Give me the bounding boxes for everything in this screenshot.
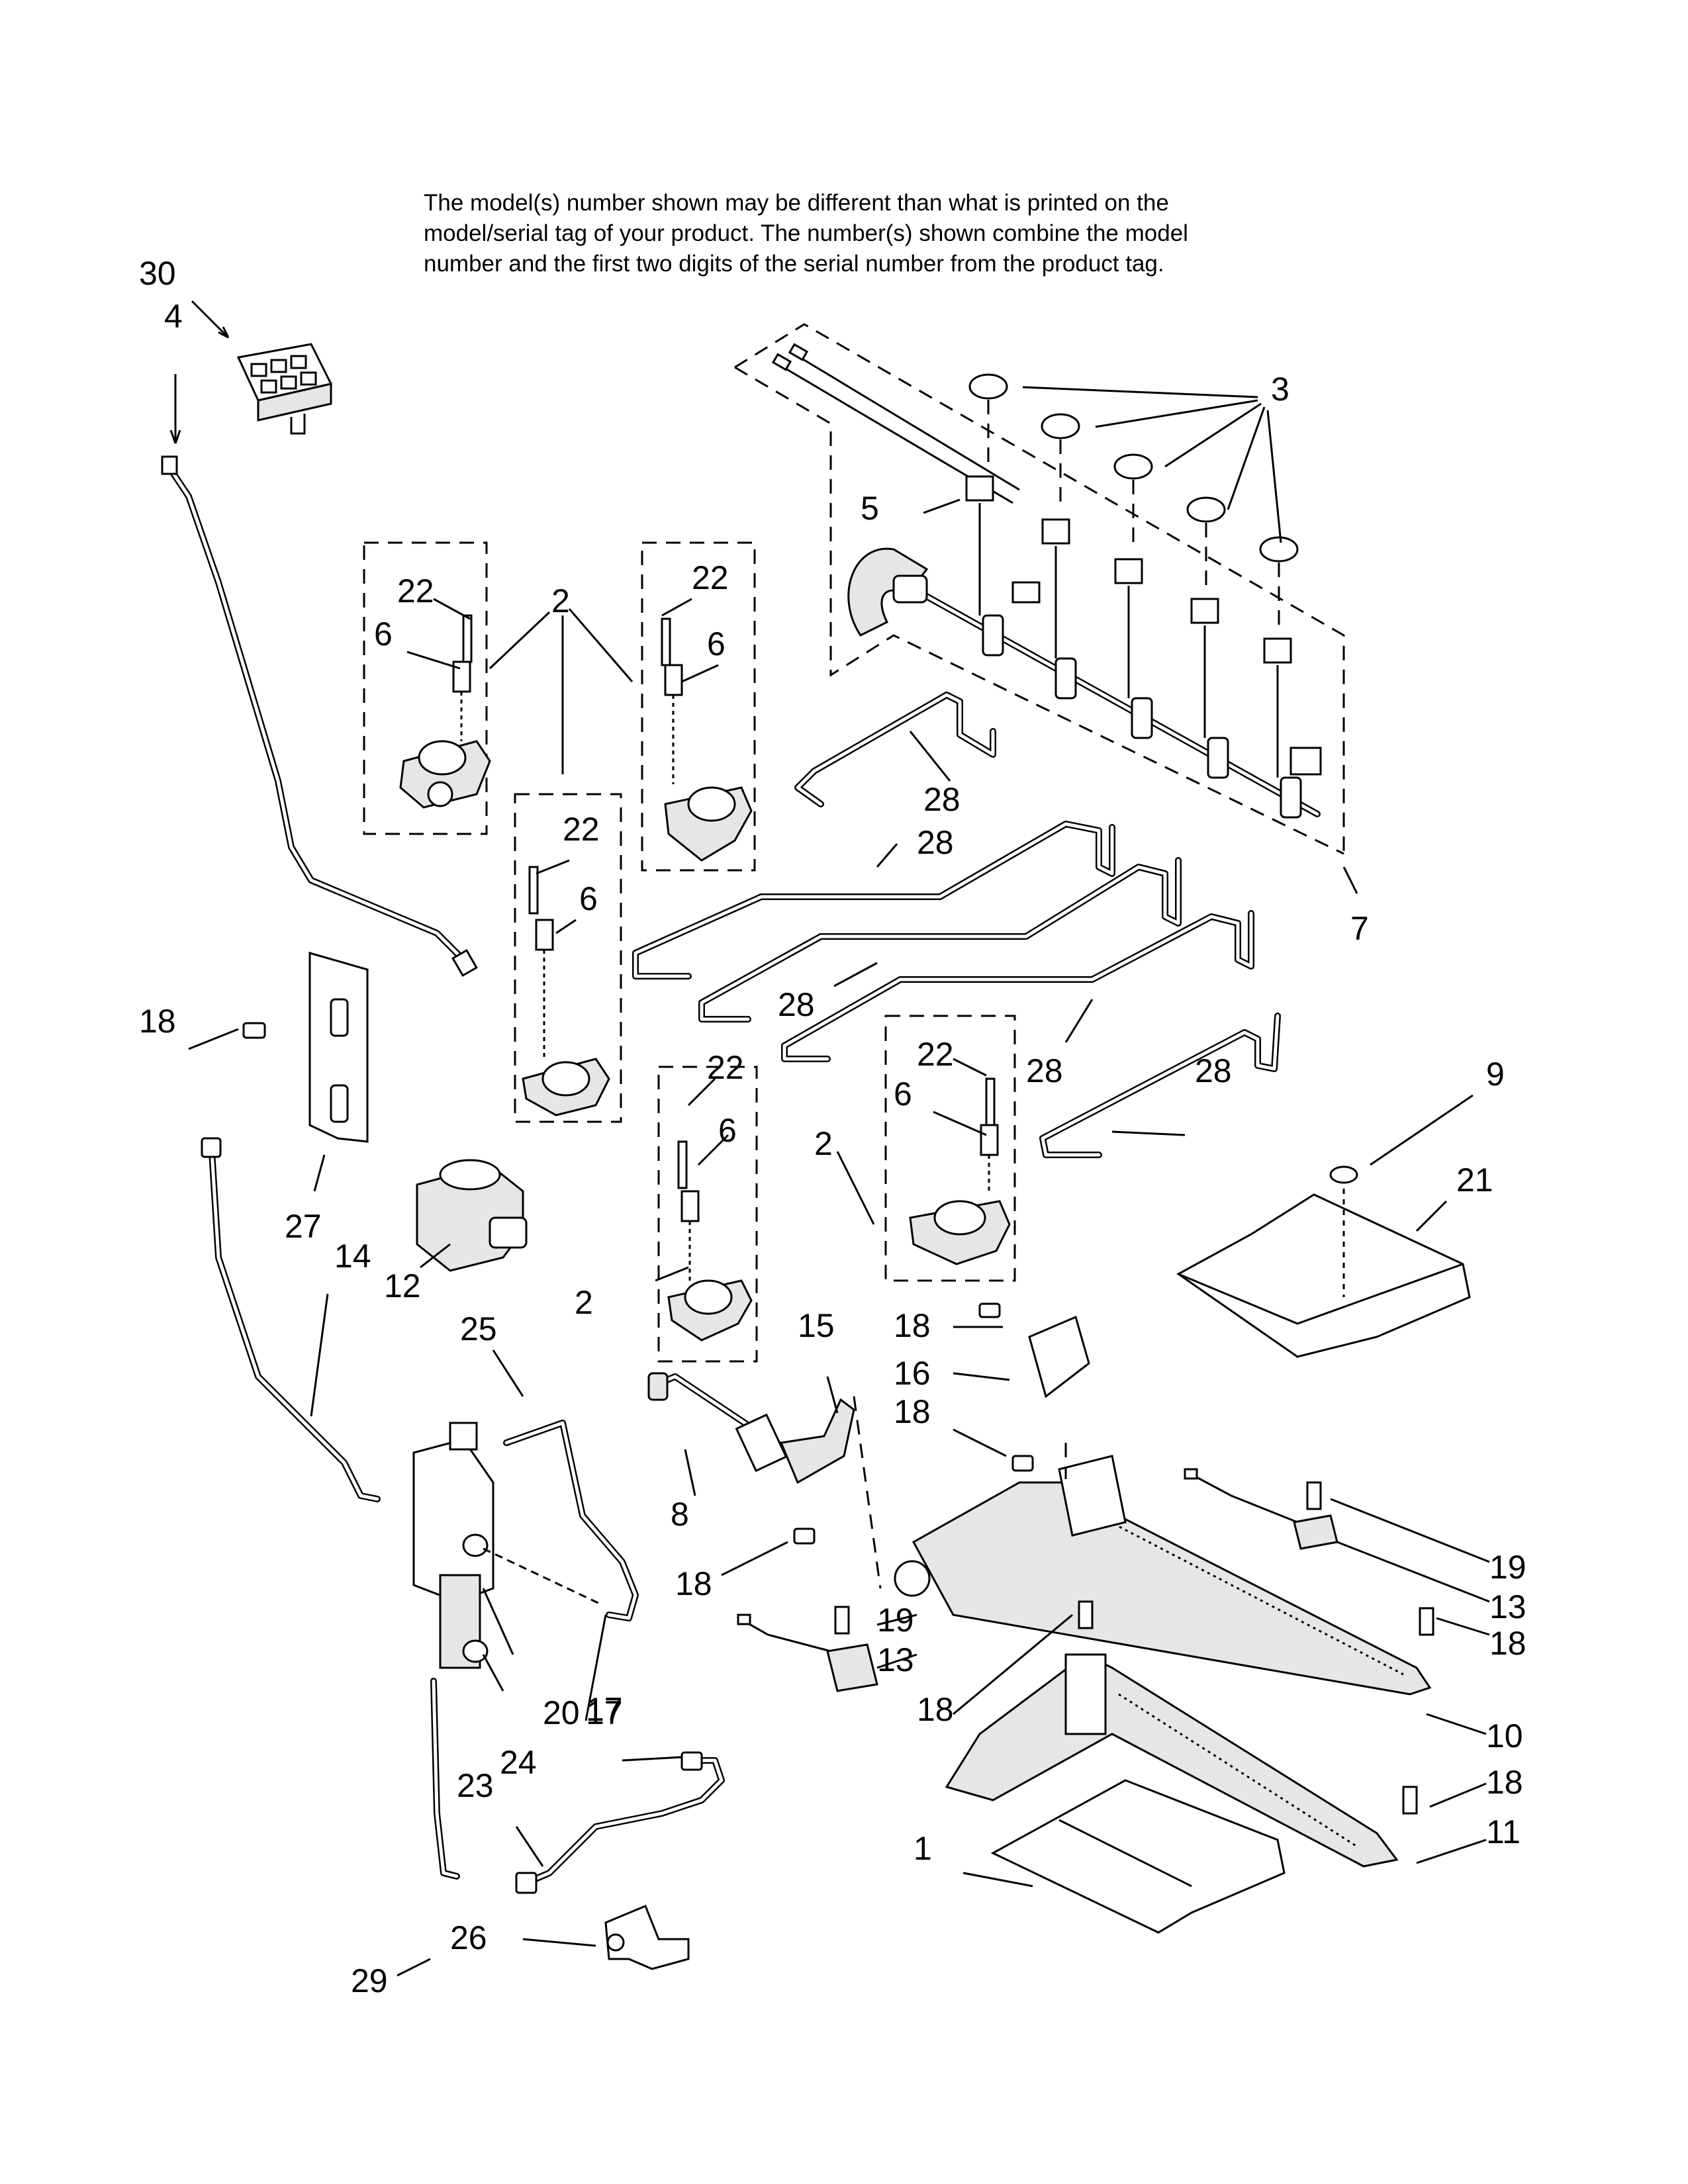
callout-29: 29 <box>351 1962 388 1999</box>
callout-28-c: 28 <box>778 986 815 1023</box>
part-20-24-thermostat-valve <box>412 1422 494 1669</box>
callout-22-a: 22 <box>397 572 434 610</box>
part-4-gas-tube <box>161 455 478 978</box>
callout-11: 11 <box>1486 1813 1521 1850</box>
part-27-bracket <box>242 952 369 1143</box>
burner-assembly-left <box>363 541 491 835</box>
callout-30: 30 <box>139 255 176 292</box>
callout-22-c: 22 <box>563 811 600 848</box>
callout-15: 15 <box>798 1307 835 1344</box>
part-28-tubes <box>632 692 1281 1158</box>
callout-16: 16 <box>894 1355 931 1392</box>
part-23-17-tube <box>515 1751 725 1894</box>
callout-6-d: 6 <box>718 1112 737 1149</box>
notice-line-3: number and the first two digits of the s… <box>424 251 1164 277</box>
callout-18-a: 18 <box>139 1003 176 1040</box>
callout-19-a: 19 <box>1489 1549 1526 1586</box>
callout-22-e: 22 <box>917 1036 954 1073</box>
burner-assembly-middle <box>514 793 622 1123</box>
callout-18-d: 18 <box>675 1565 712 1602</box>
callout-8: 8 <box>671 1496 689 1533</box>
callout-1: 1 <box>914 1830 932 1867</box>
callout-18-e: 18 <box>1489 1625 1526 1662</box>
callout-28-b: 28 <box>917 824 954 861</box>
callout-18-f: 18 <box>917 1691 954 1728</box>
callout-26: 26 <box>450 1919 487 1956</box>
callout-4: 4 <box>164 298 183 335</box>
callout-23: 23 <box>457 1767 494 1804</box>
callout-28-a: 28 <box>923 781 961 818</box>
part-12-pressure-regulator <box>416 1159 528 1272</box>
callout-13-b: 13 <box>877 1641 914 1678</box>
burner-assembly-center-upper <box>641 541 756 872</box>
part-11-bake-burner <box>945 1653 1399 1868</box>
callout-6-a: 6 <box>374 615 393 653</box>
callout-22-b: 22 <box>692 559 729 596</box>
callout-18-b: 18 <box>894 1307 931 1344</box>
callout-2-e: 2 <box>814 1125 833 1162</box>
callout-6-e: 6 <box>894 1075 912 1113</box>
callout-18-c: 18 <box>894 1393 931 1430</box>
part-15-8-elbow-fittings <box>647 1372 882 1589</box>
callout-5: 5 <box>861 490 879 527</box>
callout-labels: 30 4 3 5 7 22 6 2 22 6 22 6 22 6 2 22 6 … <box>139 255 1526 1999</box>
part-25-17-tube <box>483 1420 639 1621</box>
burner-manifold-assembly <box>734 323 1345 855</box>
model-number-notice: The model(s) number shown may be differe… <box>424 188 1364 279</box>
part-18-screws <box>793 1455 1434 1815</box>
callout-3: 3 <box>1271 371 1289 408</box>
notice-line-1: The model(s) number shown may be differe… <box>424 190 1169 216</box>
callout-28-e: 28 <box>1195 1052 1232 1089</box>
callout-2-a: 2 <box>551 582 570 619</box>
callout-6-b: 6 <box>707 625 726 662</box>
callout-25: 25 <box>460 1310 497 1347</box>
callout-17-b: 17 <box>586 1694 623 1731</box>
part-26-clamp <box>604 1905 690 1970</box>
part-1-shield <box>990 1779 1286 1934</box>
burner-assembly-lower-middle <box>657 1066 758 1363</box>
callout-17-a: 17 <box>586 1691 623 1728</box>
callout-2-d: 2 <box>575 1284 593 1321</box>
callout-9: 9 <box>1486 1056 1505 1093</box>
callout-14: 14 <box>334 1238 371 1275</box>
callout-18-g: 18 <box>1486 1764 1523 1801</box>
callout-7: 7 <box>1350 910 1369 947</box>
burner-assembly-right <box>884 1015 1016 1282</box>
notice-line-2: model/serial tag of your product. The nu… <box>424 220 1188 246</box>
callout-21: 21 <box>1456 1161 1493 1199</box>
part-29-tube <box>430 1678 460 1880</box>
callout-28-d: 28 <box>1026 1052 1063 1089</box>
callout-leader-lines <box>169 300 1490 1977</box>
callout-22-d: 22 <box>707 1049 744 1086</box>
part-13-igniter-lower <box>737 1606 878 1692</box>
part-13-igniter-upper <box>1184 1468 1338 1550</box>
callout-13-a: 13 <box>1489 1588 1526 1625</box>
part-21-heat-shield <box>1176 1165 1471 1358</box>
callout-12: 12 <box>384 1267 421 1304</box>
callout-20: 20 <box>543 1694 580 1731</box>
callout-27: 27 <box>285 1208 322 1245</box>
callout-6-c: 6 <box>579 880 598 917</box>
part-30-terminal-block <box>236 343 333 435</box>
callout-10: 10 <box>1486 1717 1523 1754</box>
part-16-plate <box>978 1302 1090 1398</box>
part-14-gas-tube <box>201 1137 381 1502</box>
callout-19-b: 19 <box>877 1602 914 1639</box>
part-10-oven-burner <box>894 1443 1432 1696</box>
callout-24: 24 <box>500 1744 537 1781</box>
